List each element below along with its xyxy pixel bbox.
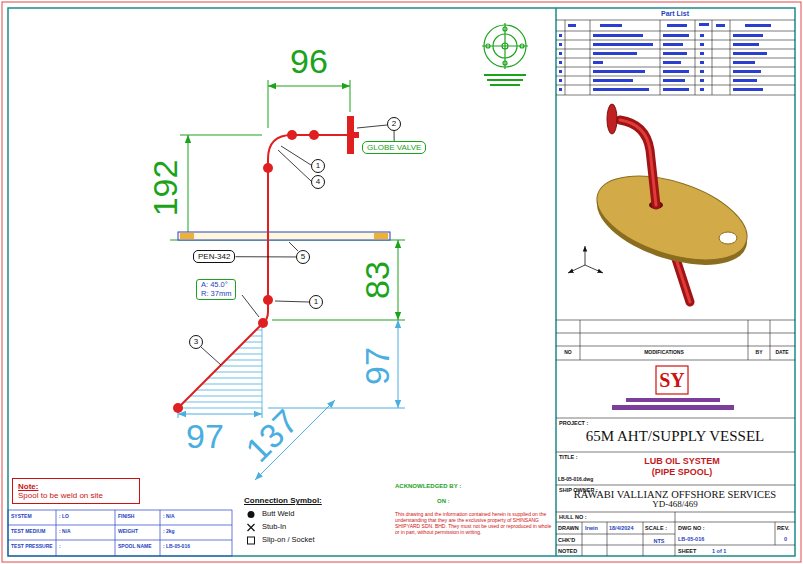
field-label: DWG NO : [678,525,705,531]
field-label: PROJECT : [559,420,588,426]
penetration-tag: PEN-342 [193,250,235,263]
connector-line [235,256,296,257]
node-label: PEN-342 [198,252,230,261]
table-cell: TEST MEDIUM [11,529,45,535]
legend-text: Slip-on / Socket [262,536,315,544]
project-name: 65M AHT/SUPPLY VESSEL [586,428,765,445]
dimension-value: 83 [359,261,396,299]
company-logo [612,366,734,410]
field-value: Irwin [585,525,598,531]
node-label: 3 [190,336,202,348]
legend-text: Butt Weld [262,510,294,518]
leader-lines [201,125,387,365]
field-value: 1 of 1 [712,548,726,554]
part-list-table [556,20,795,95]
callout-number: 1 [311,159,325,173]
title-block-grid [556,320,795,556]
field-value: 18/4/2024 [609,525,633,531]
note-box: Note:Spool to be weld on site [12,478,140,504]
legend-heading: Connection Symbol: [244,497,322,506]
component-tag: GLOBE VALVE [362,141,426,154]
field-label: NOTED [558,548,577,554]
butt-weld-symbol [248,511,255,518]
table-cell: : [59,544,61,550]
drawing-frame [8,8,795,556]
callout-number: 2 [387,117,401,131]
table-header: MODIFICATIONS [644,350,684,356]
callout-number: 4 [311,175,325,189]
dimension-value: 192 [147,160,184,217]
signature-field: ON : [437,498,450,505]
node-body: R: 37mm [201,290,231,299]
table-cell: SPOOL NAME [118,544,152,550]
dimension-value: 137 [239,403,306,470]
file-name: LB-05-016.dwg [558,477,593,483]
dimension-value: 97 [186,418,224,455]
signature-field: ACKNOWLEDGED BY : [395,483,461,490]
table-cell: FINISH [118,514,134,520]
drawing-title: LUB OIL SYSTEM [644,457,719,467]
part-list-entries [559,23,771,91]
callout-number: 1 [309,295,323,309]
node-label: A: 45.0° [201,281,231,290]
bend-angle-tag: A: 45.0°R: 37mm [196,279,236,300]
field-label: DRAWN [558,525,579,531]
owner-name: RAWABI VALLIANZ OFFSHORE SERVICES [574,489,776,501]
field-label: HULL NO : [559,514,587,520]
node-body: Spool to be weld on site [18,491,134,500]
table-header: BY [756,350,763,356]
table-cell: WEIGHT [118,529,138,535]
node-label: 1 [312,160,324,172]
drawing-title: (PIPE SPOOL) [652,468,713,478]
table-header: NO [564,350,572,356]
node-label: 1 [310,296,322,308]
isometric-3d-view [568,104,757,302]
connector-line [394,131,395,141]
spool-info-table [8,510,232,556]
flange-orientation-symbol [482,23,528,85]
table-cell: : LB-05-016 [163,544,190,550]
table-heading: Part List [661,10,689,18]
node-label: Note: [18,482,134,491]
table-header: DATE [775,350,788,356]
table-cell: SYSTEM [11,514,32,520]
field-label: SHEET [678,548,696,554]
field-label: CHK'D [558,537,575,543]
table-cell: : N/A [59,529,71,535]
node-label: 4 [312,176,324,188]
logo-mark: SY [659,369,685,391]
node-label: 2 [388,118,400,130]
callout-number: 3 [189,335,203,349]
pipe-spool [173,116,359,413]
node-label: 5 [297,251,309,263]
yard-number: YD-468/469 [652,500,698,510]
field-value: NTS [654,538,665,544]
panel-divider [555,8,557,556]
table-cell: : 2kg [163,529,175,535]
deck-plate [178,232,390,240]
disclaimer: This drawing and the information contain… [395,511,553,535]
field-label: SCALE : [645,525,667,531]
stub-in-symbol [248,524,255,531]
legend-text: Stub-In [262,523,286,531]
node-label: GLOBE VALVE [367,143,421,152]
field-value: 0 [784,536,787,542]
field-label: TITLE : [559,454,578,460]
callout-number: 5 [296,250,310,264]
dimension-lines [170,80,405,480]
table-cell: : N/A [163,514,175,520]
dimension-value: 96 [290,43,328,80]
table-cell: : LO [59,514,69,520]
field-value: LB-05-016 [678,536,704,542]
table-cell: TEST PRESSURE [11,544,53,550]
field-label: REV. [777,525,789,531]
socket-symbol [248,537,255,544]
dimension-value: 97 [359,347,396,385]
